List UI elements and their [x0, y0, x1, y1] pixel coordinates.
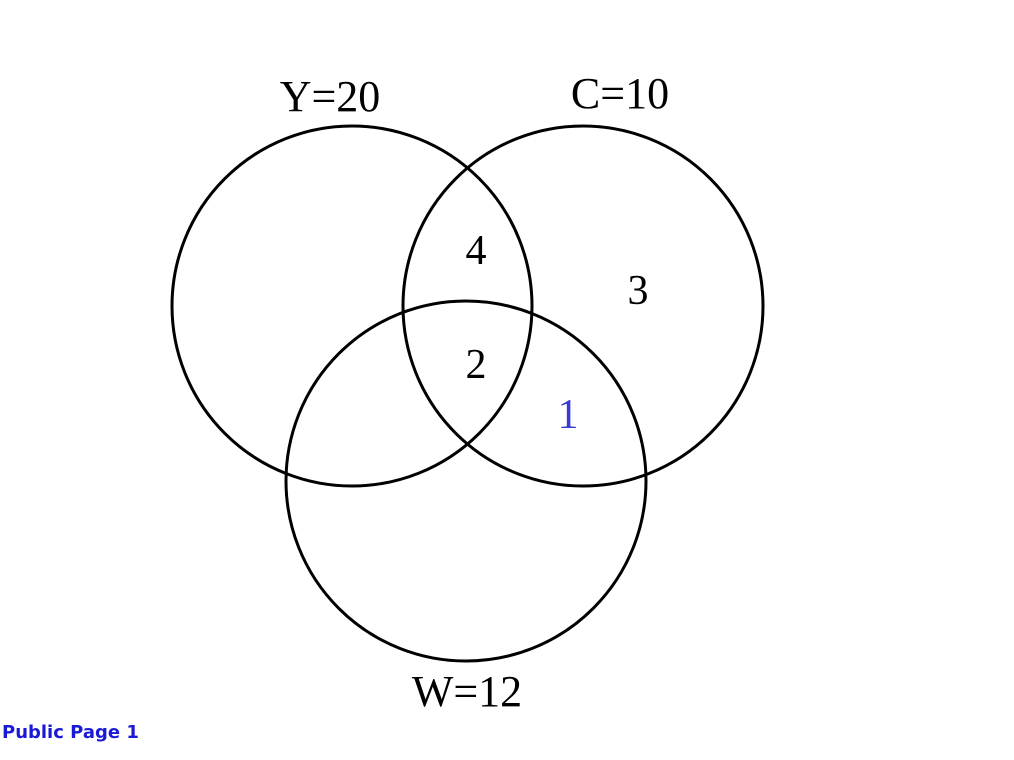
set-label-c: C=10 — [571, 69, 669, 118]
region-label-y-c-w: 2 — [466, 342, 487, 388]
region-label-y-c: 4 — [466, 228, 487, 274]
circle-c — [401, 124, 765, 488]
set-label-y: Y=20 — [280, 72, 381, 121]
footer-page-label: Public Page 1 — [2, 722, 139, 743]
region-label-c-only: 3 — [628, 268, 649, 314]
set-label-w: W=12 — [412, 667, 522, 716]
circle-w — [284, 299, 648, 663]
circle-y — [170, 124, 534, 488]
region-label-c-w: 1 — [558, 392, 579, 438]
